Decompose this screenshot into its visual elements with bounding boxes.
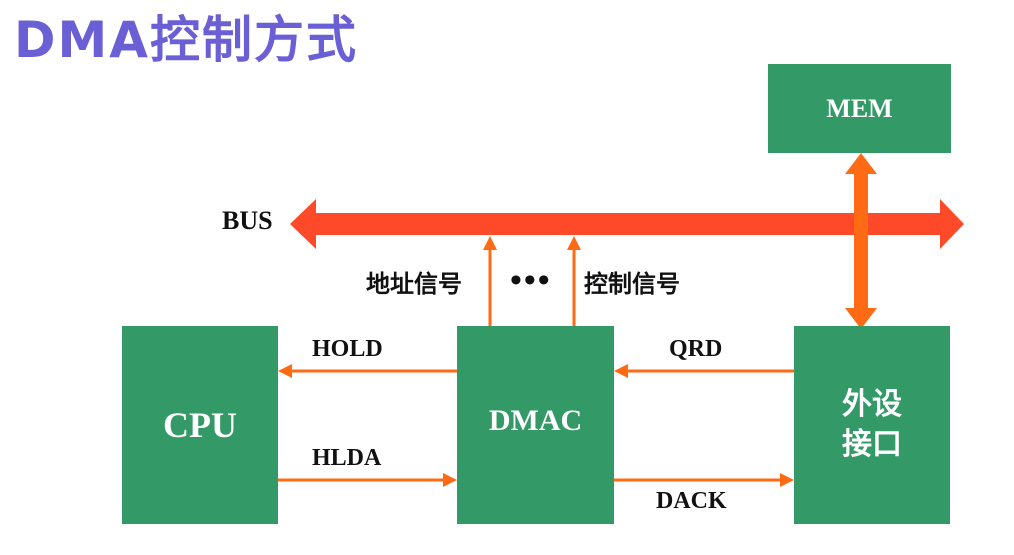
peripheral-label-line1: 外设 [842,387,902,422]
ellipsis-label: ••• [510,262,552,299]
mem-box: MEM [768,64,951,153]
peripheral-interface-box: 外设 接口 [794,326,950,524]
address-signal-arrow [483,236,497,326]
dmac-box: DMAC [457,326,614,524]
mem-peripheral-arrow [845,153,877,329]
control-signal-arrow [567,236,581,326]
hlda-arrow [278,473,457,487]
hold-label: HOLD [312,336,383,362]
bus-arrow [290,199,964,249]
hlda-label: HLDA [312,445,382,471]
bus-label: BUS [222,206,273,235]
qrd-label: QRD [669,336,723,362]
control-signal-label: 控制信号 [584,270,680,298]
qrd-arrow [614,364,794,378]
address-signal-label: 地址信号 [366,270,462,298]
cpu-box: CPU [122,326,278,524]
dack-arrow [614,473,794,487]
hold-arrow [278,364,457,378]
dack-label: DACK [656,488,727,514]
peripheral-label-line2: 接口 [842,427,902,462]
page-title: DMA控制方式 [14,11,358,69]
